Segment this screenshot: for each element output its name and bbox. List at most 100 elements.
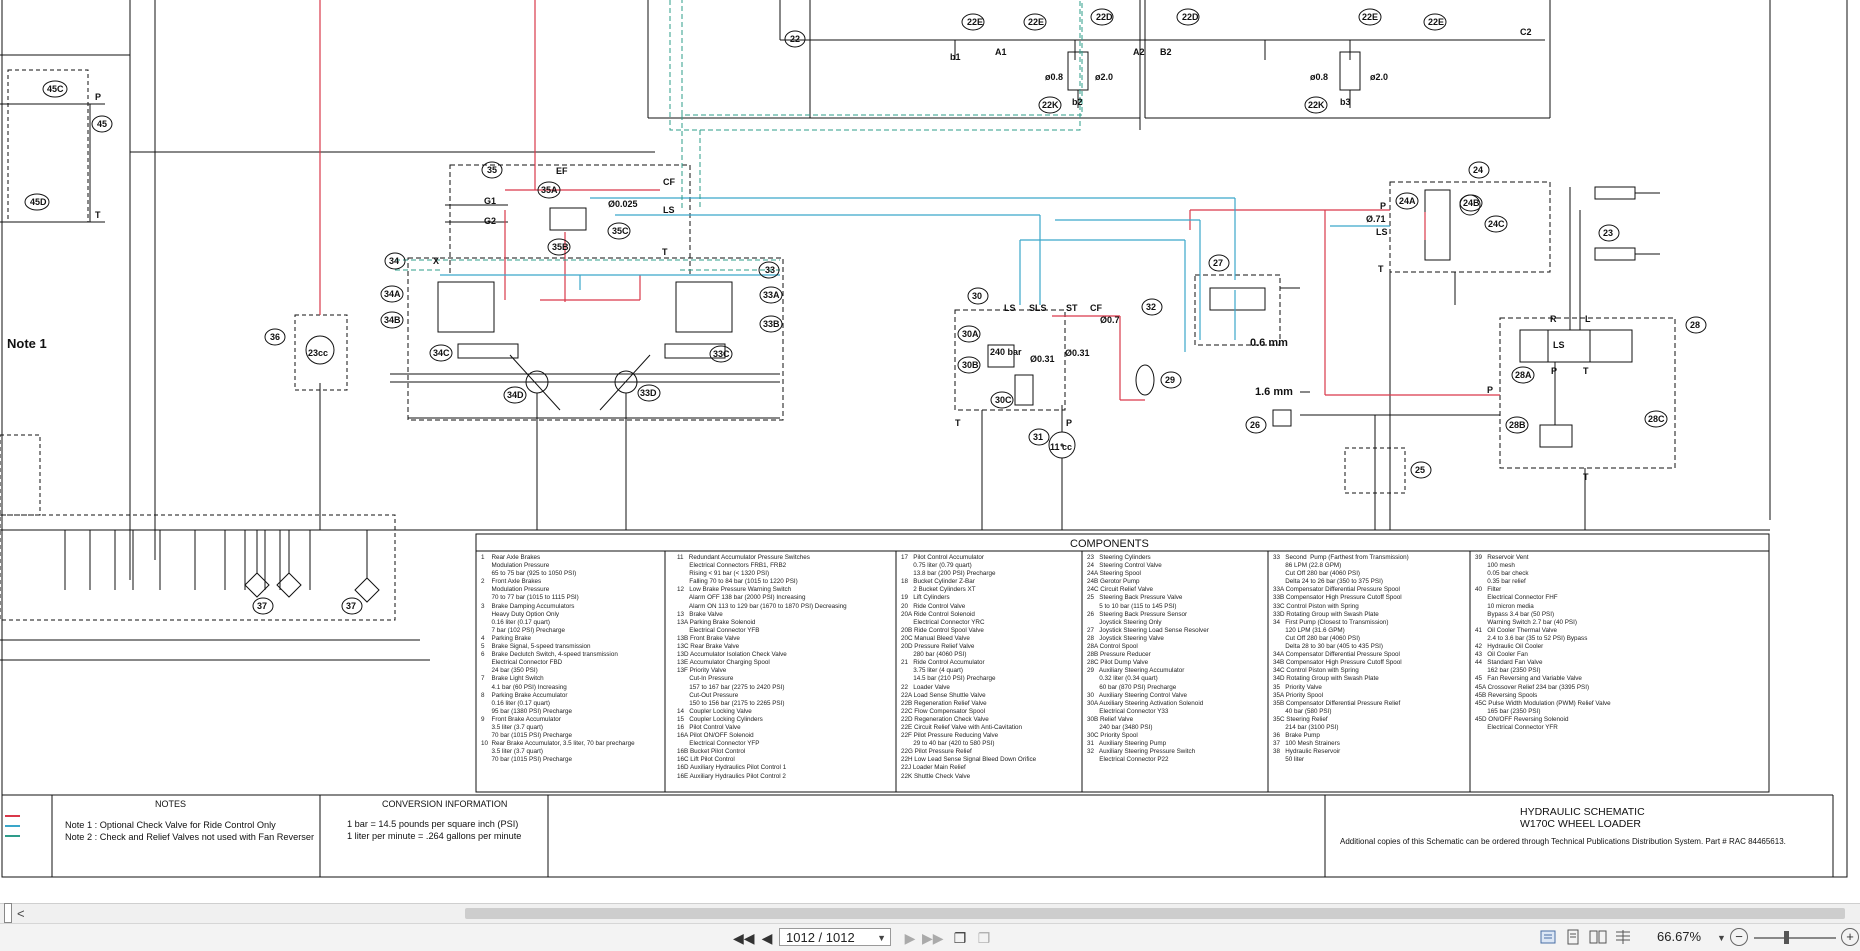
label-28: 28 — [1690, 320, 1700, 330]
label-o0025: Ø0.025 — [608, 199, 638, 209]
label-b1: b1 — [950, 52, 961, 62]
label-45c: 45C — [47, 84, 64, 94]
label-06mm: 0.6 mm — [1250, 337, 1288, 349]
label-37-b: 37 — [346, 601, 356, 611]
label-23: 23 — [1603, 228, 1613, 238]
label-34c: 34C — [433, 348, 450, 358]
components-column-1: 1 Rear Axle Brakes Modulation Pressure 6… — [481, 554, 635, 764]
zoom-level[interactable]: 66.67% — [1657, 929, 1702, 944]
label-ls-28: LS — [1553, 340, 1565, 350]
horizontal-scrollbar[interactable]: < — [0, 903, 1860, 924]
label-37-a: 37 — [257, 601, 267, 611]
legend-swatches — [5, 815, 20, 837]
notes-header: NOTES — [155, 799, 186, 809]
label-ls-30: LS — [1004, 303, 1016, 313]
label-34b: 34B — [384, 315, 401, 325]
label-b2-top: B2 — [1160, 47, 1172, 57]
note-1: Note 1 : Optional Check Valve for Ride C… — [65, 820, 276, 830]
label-34a: 34A — [384, 289, 401, 299]
components-column-6: 39 Reservoir Vent 100 mesh 0.05 bar chec… — [1475, 554, 1611, 731]
zoom-chevron-down-icon[interactable]: ▼ — [1717, 933, 1726, 943]
label-28b: 28B — [1509, 420, 1526, 430]
label-22e-b: 22E — [1028, 17, 1044, 27]
label-33: 33 — [765, 265, 775, 275]
label-22: 22 — [790, 34, 800, 44]
components-column-3: 17 Pilot Control Accumulator 0.75 liter … — [901, 554, 1037, 780]
zoom-out-icon[interactable]: − — [1730, 928, 1748, 946]
label-25: 25 — [1415, 465, 1425, 475]
note-2: Note 2 : Check and Relief Valves not use… — [65, 832, 314, 842]
label-240bar: 240 bar — [990, 347, 1022, 357]
next-view-icon[interactable]: ❐ — [977, 930, 991, 946]
label-t-pv: T — [662, 247, 668, 257]
label-t-24: T — [1378, 264, 1384, 274]
label-30: 30 — [972, 291, 982, 301]
label-ef: EF — [556, 166, 568, 176]
first-page-icon[interactable]: ◀◀ — [733, 930, 755, 946]
single-page-icon[interactable] — [1539, 928, 1557, 946]
schematic-lines — [0, 0, 1848, 878]
components-column-5: 33 Second Pump (Farthest from Transmissi… — [1273, 554, 1409, 764]
zoom-slider-thumb[interactable] — [1784, 931, 1789, 944]
label-33a: 33A — [763, 290, 780, 300]
conversion-1: 1 bar = 14.5 pounds per square inch (PSI… — [347, 819, 518, 829]
label-cf-30: CF — [1090, 303, 1102, 313]
components-header: COMPONENTS — [1070, 538, 1149, 550]
label-24c: 24C — [1488, 219, 1505, 229]
label-28a: 28A — [1515, 370, 1532, 380]
last-page-icon[interactable]: ▶▶ — [922, 930, 944, 946]
continuous-icon[interactable] — [1564, 928, 1582, 946]
label-31: 31 — [1033, 432, 1043, 442]
label-35c: 35C — [612, 226, 629, 236]
label-33b: 33B — [763, 319, 780, 329]
label-p-fan: P — [95, 92, 101, 102]
label-16mm: 1.6 mm — [1255, 386, 1293, 398]
label-45: 45 — [97, 119, 107, 129]
pilot-lines — [440, 197, 1390, 352]
schematic-title-2: W170C WHEEL LOADER — [1520, 818, 1641, 830]
label-30b: 30B — [962, 360, 979, 370]
label-p-joy: P — [1487, 385, 1493, 395]
order-note: Additional copies of this Schematic can … — [1340, 837, 1786, 846]
zoom-in-icon[interactable]: + — [1841, 928, 1859, 946]
page-number-field[interactable]: 1012 / 1012 ▼ — [779, 928, 891, 946]
label-o20-b: ø2.0 — [1370, 72, 1388, 82]
continuous-facing-icon[interactable] — [1614, 928, 1632, 946]
pressure-lines — [319, 0, 1500, 401]
facing-icon[interactable] — [1589, 928, 1607, 946]
label-o08-b: ø0.8 — [1310, 72, 1328, 82]
document-viewport[interactable]: 45C P 45 45D T 22 22E 22E 22D 22D 22E 22… — [0, 0, 1860, 903]
label-30c: 30C — [995, 395, 1012, 405]
conversion-header: CONVERSION INFORMATION — [382, 799, 507, 809]
label-l: L — [1585, 314, 1591, 324]
label-note1: Note 1 — [7, 336, 47, 351]
label-o031-b: Ø0.31 — [1065, 348, 1090, 358]
label-29: 29 — [1165, 375, 1175, 385]
label-c2: C2 — [1520, 27, 1532, 37]
label-36: 36 — [270, 332, 280, 342]
label-a1: A1 — [995, 47, 1007, 57]
label-22e-a: 22E — [967, 17, 983, 27]
label-22e-d: 22E — [1428, 17, 1444, 27]
label-p-31: P — [1066, 418, 1072, 428]
label-ls-24: LS — [1376, 227, 1388, 237]
previous-view-icon[interactable]: ❐ — [953, 930, 967, 946]
label-35: 35 — [487, 165, 497, 175]
label-34: 34 — [389, 256, 399, 266]
label-23cc: 23cc — [308, 348, 328, 358]
label-cf: CF — [663, 177, 675, 187]
previous-page-icon[interactable]: ◀ — [761, 930, 773, 946]
vertical-scroll-marker — [4, 903, 12, 923]
next-page-icon[interactable]: ▶ — [904, 930, 916, 946]
scrollbar-thumb[interactable] — [465, 908, 1845, 919]
label-27: 27 — [1213, 258, 1223, 268]
chevron-down-icon[interactable]: ▼ — [877, 933, 886, 943]
label-28c: 28C — [1648, 414, 1665, 424]
label-o071: Ø.71 — [1366, 214, 1386, 224]
scroll-left-icon[interactable]: < — [17, 906, 25, 921]
label-11cc: 11 cc — [1050, 442, 1072, 452]
label-35a: 35A — [541, 185, 558, 195]
zoom-slider[interactable] — [1754, 937, 1836, 939]
components-column-4: 23 Steering Cylinders 24 Steering Contro… — [1087, 554, 1209, 764]
label-35b: 35B — [552, 242, 569, 252]
